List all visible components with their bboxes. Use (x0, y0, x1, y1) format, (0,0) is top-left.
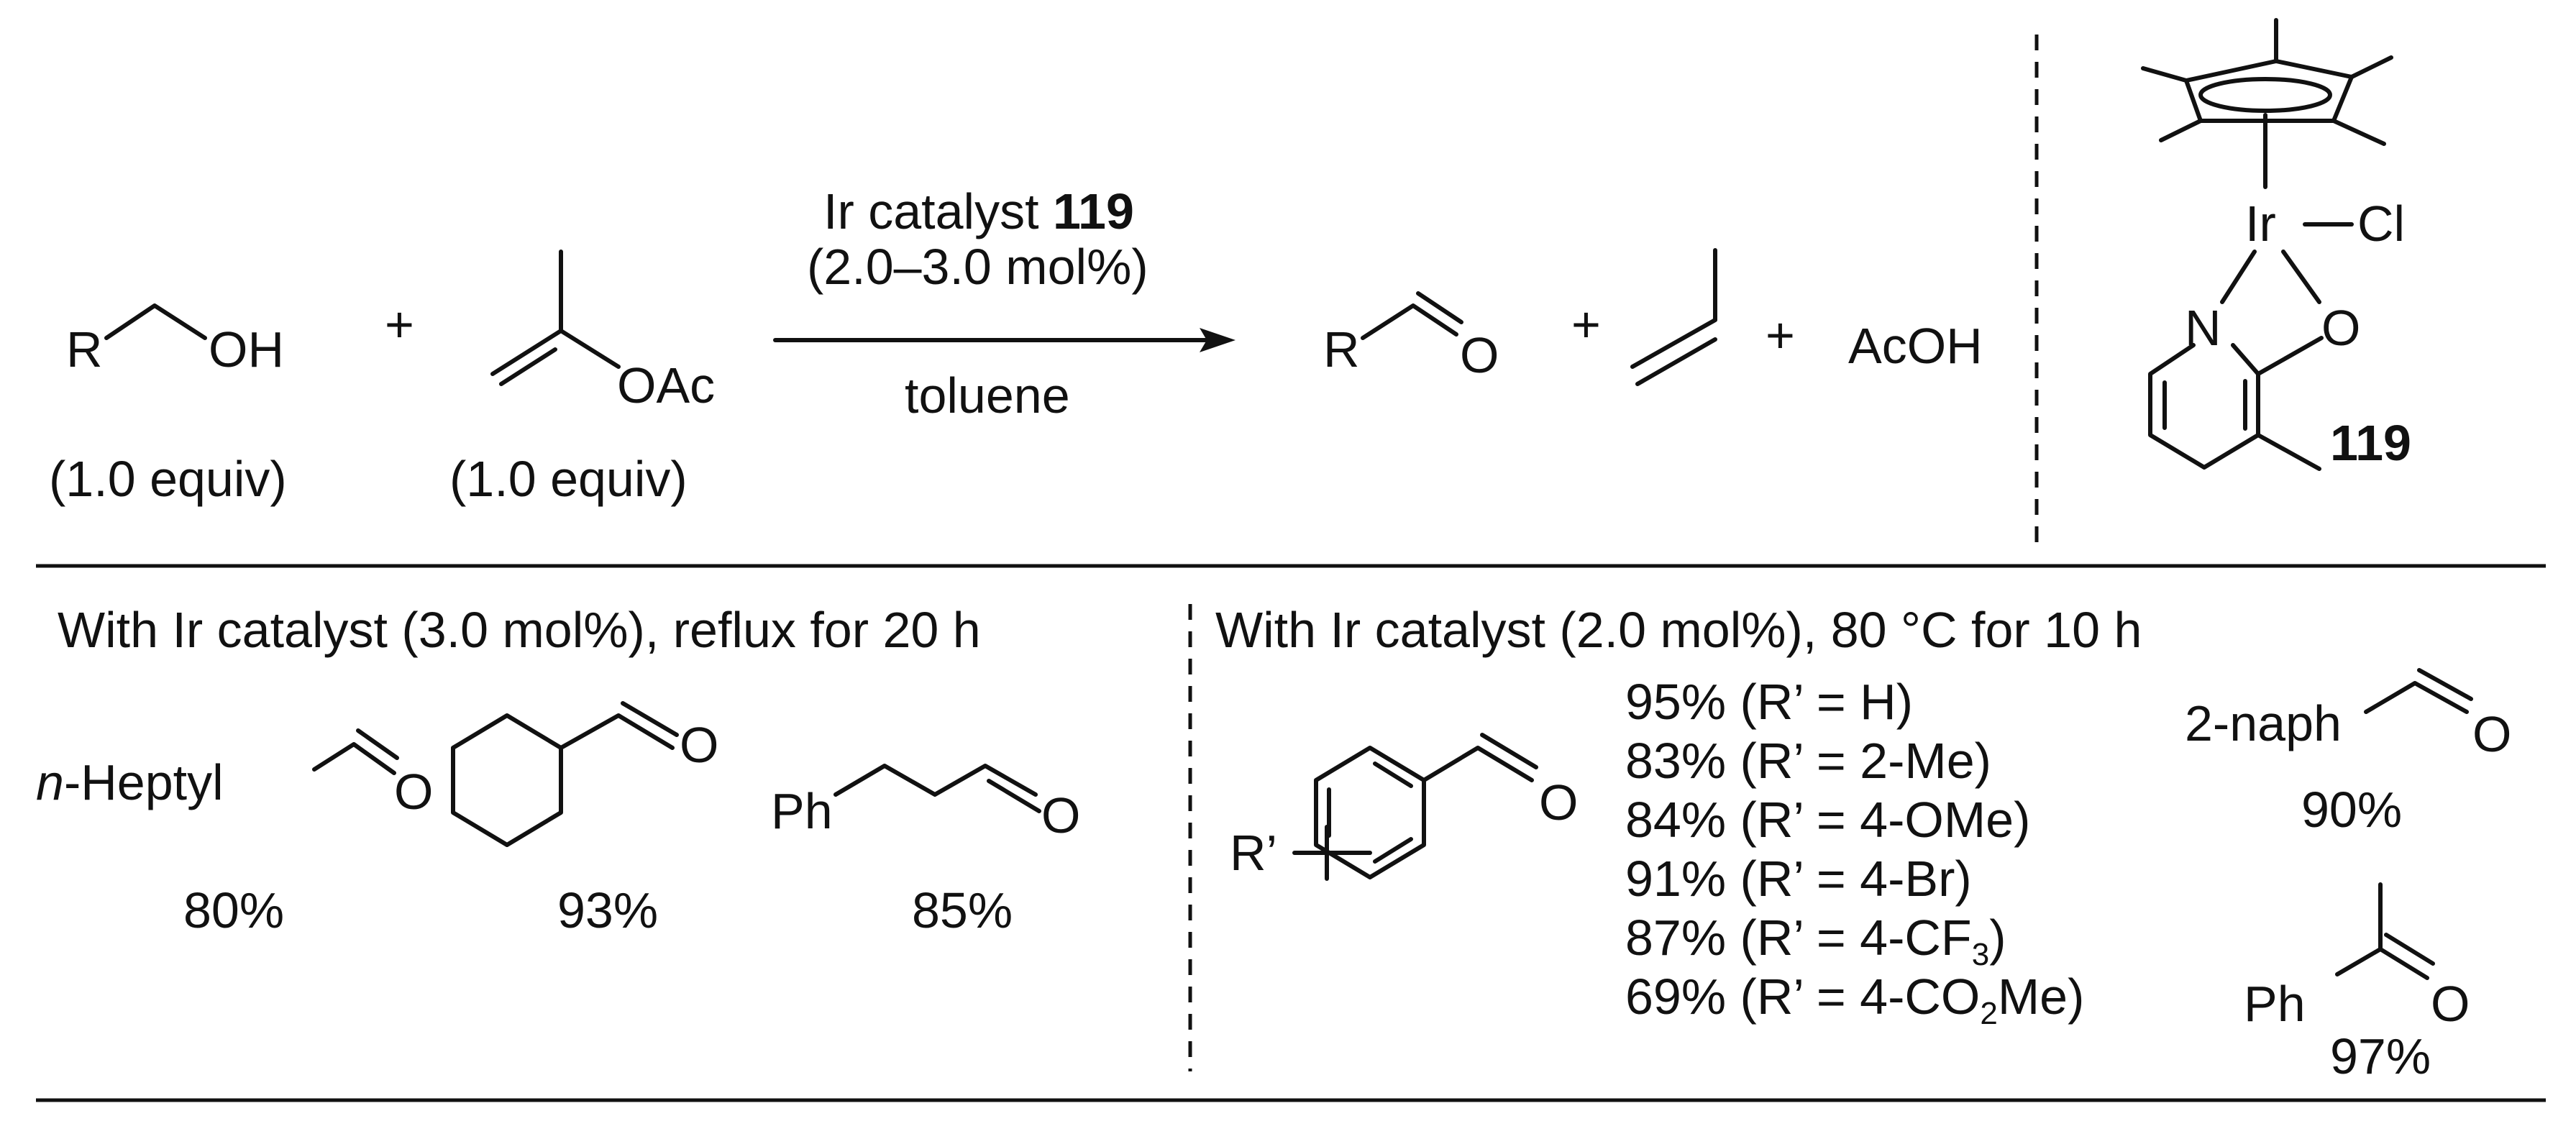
propene (1630, 248, 1717, 386)
reactant-r-label: R (66, 321, 103, 378)
phenylpropanal-double-bond (987, 779, 1041, 813)
acetate-double-bond-b (499, 347, 557, 386)
aryl-r-label: R’ (1230, 825, 1277, 881)
product-aldehyde: R O (1323, 291, 1499, 383)
cyclohexanecarbaldehyde-product: O 93% (451, 701, 718, 938)
equiv-label-2: (1.0 equiv) (449, 451, 688, 507)
heptanal-product: n-Heptyl O 80% (36, 728, 433, 938)
benzaldehyde-o-label: O (1539, 774, 1578, 831)
phenyl-label: Ph (771, 783, 833, 839)
product-o-label: O (1460, 327, 1499, 383)
pyridine-double-bonds (2162, 379, 2247, 431)
acetic-acid-label: AcOH (1848, 318, 1983, 374)
cyclohexyl-aldehyde-bonds (559, 713, 675, 750)
yield-row: 69% (R’ = 4-CO2Me) (1625, 969, 2084, 1031)
propene-double-bond (1635, 337, 1717, 386)
product-bonds (1361, 303, 1458, 340)
chloride-label: Cl (2357, 196, 2405, 252)
reactant-alcohol: R OH (1.0 equiv) (49, 303, 287, 507)
plus-sign-2: + (1571, 296, 1601, 352)
acetophenone-o-label: O (2431, 976, 2470, 1032)
cyclohexyl-double-bond (621, 701, 679, 737)
pyridine-o-bond (2256, 336, 2324, 376)
alcohol-bonds (104, 303, 207, 340)
pyridine-methyl (2256, 433, 2321, 471)
phenylpropanal-yield: 85% (912, 882, 1013, 938)
acetophenone-yield: 97% (2330, 1028, 2431, 1084)
yield-row: 84% (R’ = 4-OMe) (1625, 792, 2030, 848)
naphthaldehyde-yield: 90% (2301, 782, 2402, 838)
catalyst-o-label: O (2321, 300, 2360, 356)
naph-label: 2-naph (2185, 695, 2342, 751)
arrow-loading-label: (2.0–3.0 mol%) (807, 239, 1148, 295)
phenylpropanal-product: Ph O 85% (771, 764, 1080, 938)
naphthaldehyde-o-label: O (2472, 706, 2511, 762)
right-condition-label: With Ir catalyst (2.0 mol%), 80 °C for 1… (1215, 602, 2142, 658)
catalyst-structure: Ir Cl N O 119 (2141, 18, 2411, 471)
left-condition-label: With Ir catalyst (3.0 mol%), reflux for … (58, 602, 981, 658)
propene-bonds (1630, 248, 1717, 369)
arrow-catalyst-label: Ir catalyst 119 (823, 183, 1134, 239)
benzaldehyde-product: R’ O (1230, 733, 1578, 881)
cyclohexane-ring (451, 713, 563, 847)
acetate-bonds (559, 250, 621, 369)
catalyst-number-label: 119 (2330, 415, 2411, 471)
arrow-head (1200, 328, 1236, 352)
ir-chelate-bonds (2220, 250, 2321, 304)
cyclohexyl-o-label: O (680, 717, 718, 773)
plus-sign-1: + (385, 296, 414, 352)
heptanal-yield: 80% (183, 882, 284, 938)
cp-methyls (2141, 18, 2393, 146)
heptanal-o-label: O (394, 764, 433, 820)
acetophenone-double-bond (2384, 933, 2435, 966)
cyclohexyl-yield: 93% (557, 882, 658, 938)
heptanal-double-bond (356, 728, 399, 760)
benzaldehyde-double-bond (1480, 733, 1538, 769)
plus-sign-3: + (1766, 307, 1795, 363)
naphthaldehyde-double-bond (2417, 668, 2473, 701)
reactant-isopropenyl-acetate: OAc (1.0 equiv) (449, 250, 715, 507)
iridium-label: Ir (2245, 196, 2276, 252)
reactant-oac-label: OAc (617, 357, 715, 413)
arrow-solvent-label: toluene (905, 367, 1070, 424)
acetophenone-bonds (2335, 947, 2429, 980)
acetophenone-product: Ph O 97% (2244, 882, 2470, 1084)
product-r-label: R (1323, 321, 1360, 378)
phenylpropanal-o-label: O (1041, 787, 1080, 843)
naphthaldehyde-bonds (2364, 681, 2469, 714)
reaction-arrow: Ir catalyst 119 (2.0–3.0 mol%) toluene (773, 183, 1236, 424)
benzaldehyde-bonds (1422, 746, 1534, 782)
yield-row: 87% (R’ = 4-CF3) (1625, 910, 2006, 972)
acetophenone-ph-label: Ph (2244, 976, 2306, 1032)
reactant-oh-label: OH (209, 321, 284, 378)
yield-row: 83% (R’ = 2-Me) (1625, 733, 1991, 789)
yield-row: 91% (R’ = 4-Br) (1625, 851, 1972, 907)
phenylpropanal-bonds (833, 764, 1038, 797)
yield-list: 95% (R’ = H) 83% (R’ = 2-Me) 84% (R’ = 4… (1625, 674, 2084, 1031)
benzene-double-bonds (1327, 761, 1413, 864)
yield-row: 95% (R’ = H) (1625, 674, 1913, 730)
cp-ring (2184, 59, 2354, 123)
product-double-bond (1416, 291, 1463, 324)
equiv-label-1: (1.0 equiv) (49, 451, 287, 507)
naphthaldehyde-product: 2-naph O 90% (2185, 668, 2511, 838)
heptyl-label: n-Heptyl (36, 754, 224, 810)
cp-aromatic-ring (2198, 77, 2332, 113)
heptanal-bonds (312, 742, 396, 775)
benzene-ring (1314, 746, 1426, 879)
acetate-double-bond-a (490, 329, 563, 376)
